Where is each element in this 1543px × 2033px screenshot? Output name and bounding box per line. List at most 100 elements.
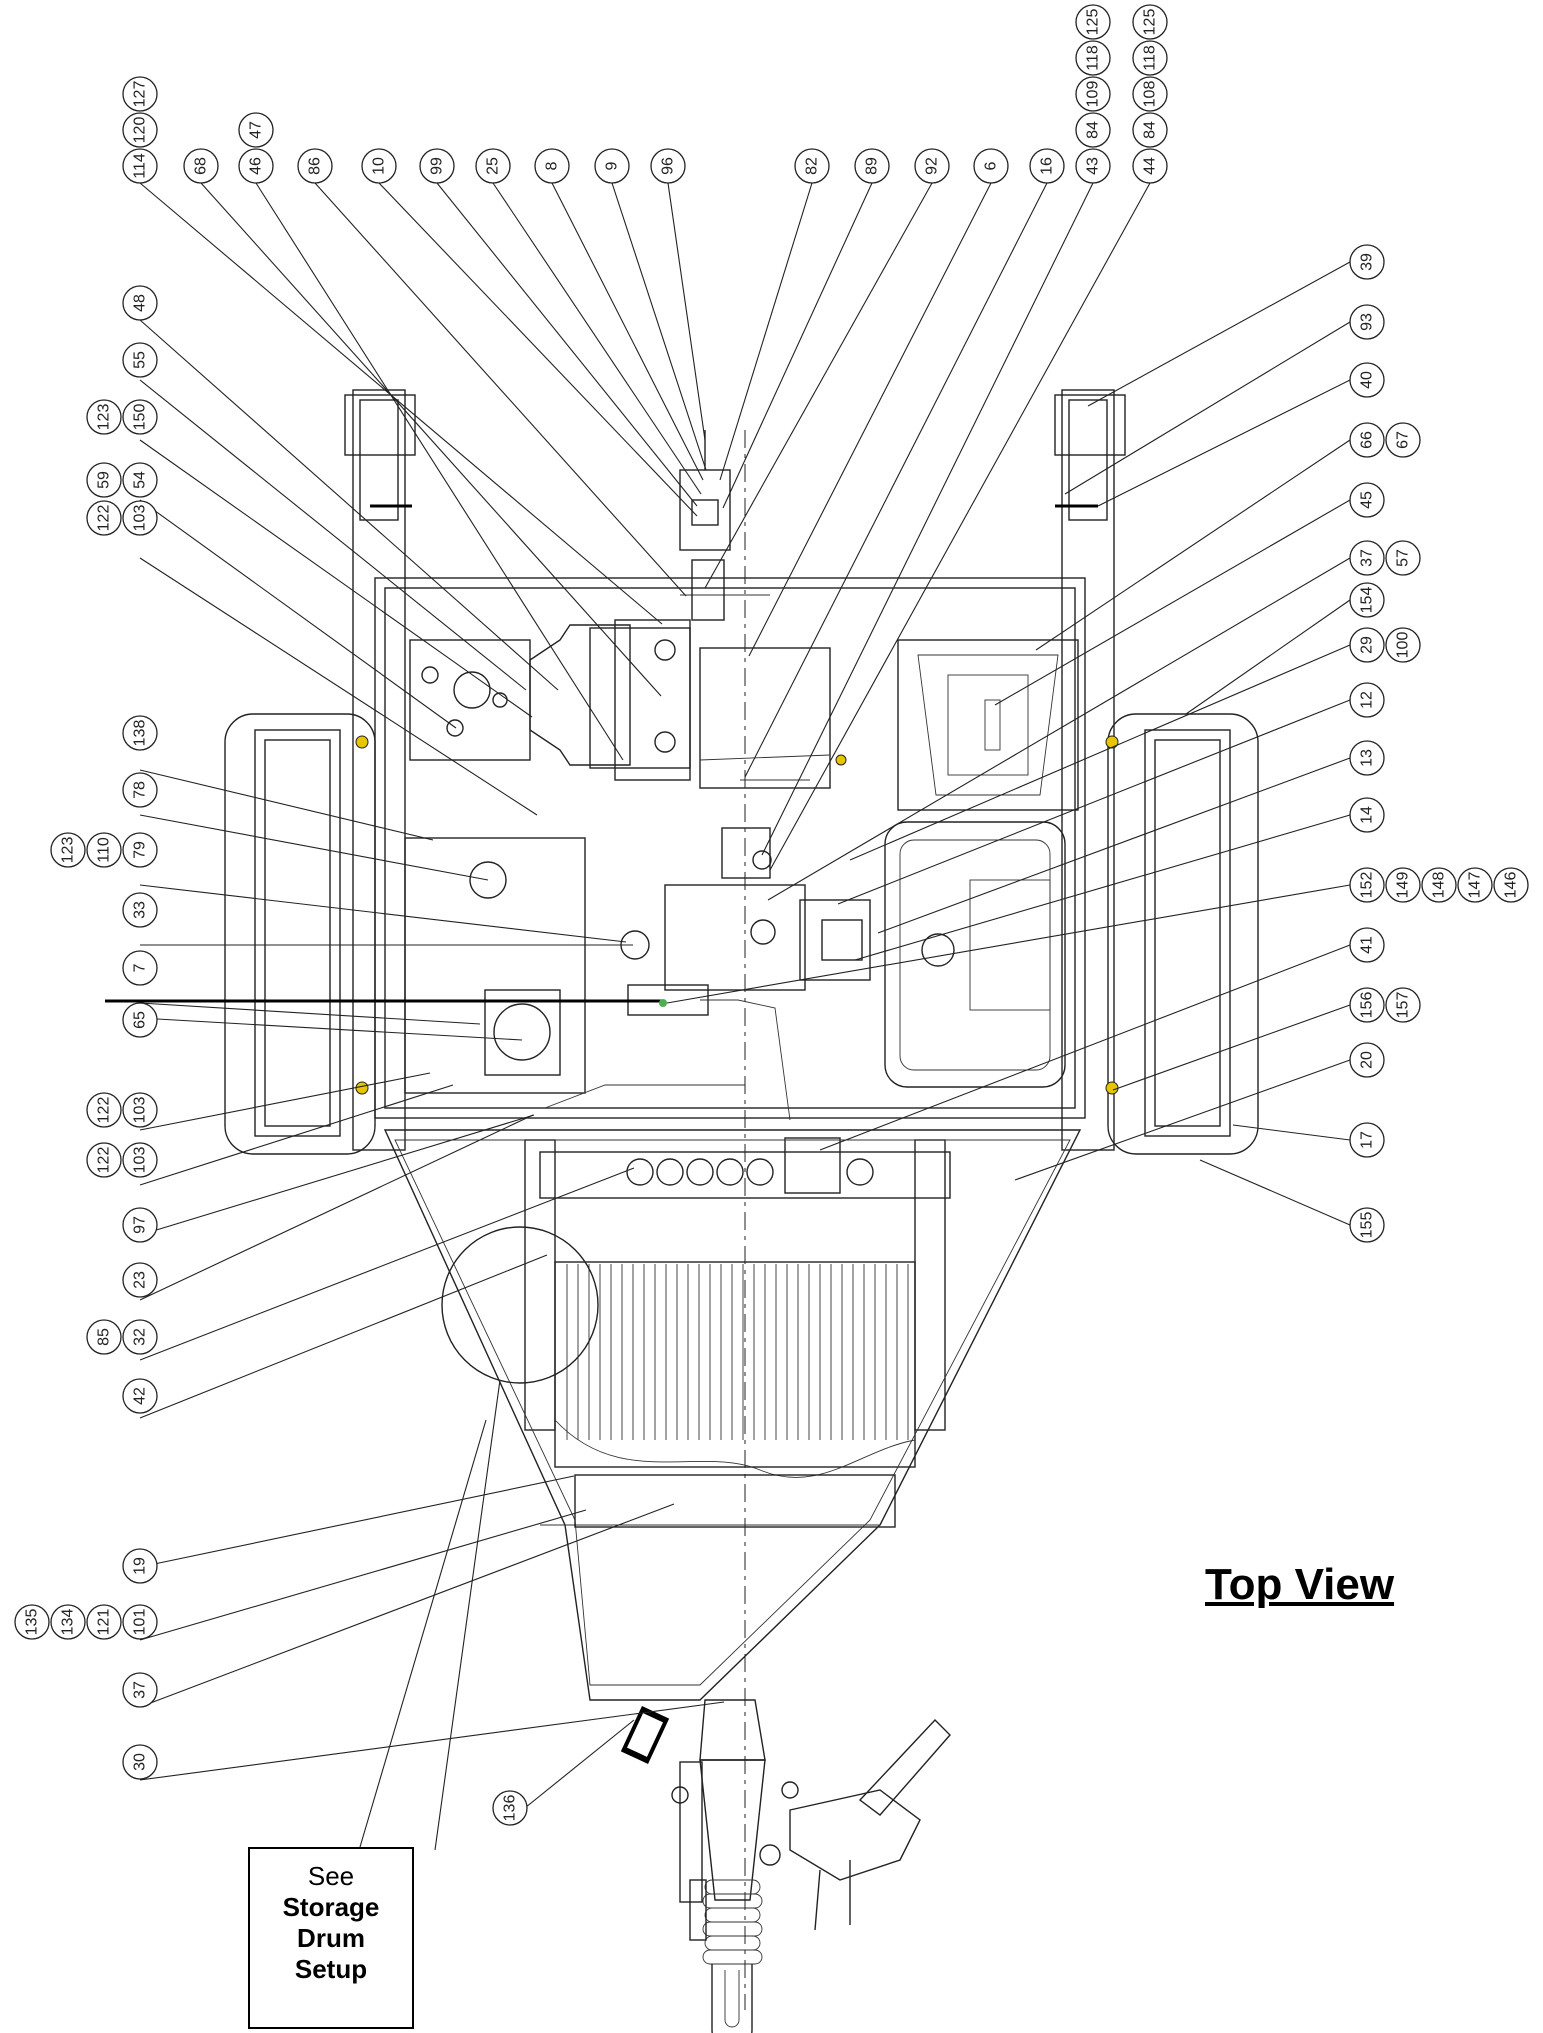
- balloon-30: 30: [122, 1744, 158, 1780]
- balloon-110: 110: [86, 832, 122, 868]
- balloon-label: 29: [1359, 636, 1376, 654]
- balloon-label: 96: [660, 157, 677, 175]
- balloon-47: 47: [238, 112, 274, 148]
- machine-outline: [105, 389, 1259, 2033]
- balloon-label: 66: [1359, 431, 1376, 449]
- view-title: Top View: [1205, 1560, 1395, 1609]
- balloon-25: 25: [475, 148, 511, 184]
- balloon-78: 78: [122, 772, 158, 808]
- balloon-label: 44: [1142, 157, 1159, 175]
- balloon-circle: [1385, 422, 1421, 458]
- balloon-circle: [1349, 1207, 1385, 1243]
- balloon-13: 13: [1349, 740, 1385, 776]
- balloon-circle: [1349, 304, 1385, 340]
- balloon-40: 40: [1349, 362, 1385, 398]
- balloon-label: 122: [96, 1097, 113, 1124]
- balloon-label: 16: [1039, 157, 1056, 175]
- balloon-circle: [86, 1142, 122, 1178]
- balloon-label: 6: [983, 161, 1000, 170]
- balloon-circle: [1029, 148, 1065, 184]
- balloon-125: 125: [1075, 4, 1111, 40]
- balloon-circle: [183, 148, 219, 184]
- balloon-label: 39: [1359, 253, 1376, 271]
- balloon-label: 110: [96, 837, 113, 863]
- balloon-134: 134: [50, 1604, 86, 1640]
- balloon-label: 118: [1142, 45, 1159, 71]
- balloon-label: 120: [132, 117, 149, 144]
- balloon-label: 42: [132, 1387, 149, 1405]
- balloon-label: 32: [132, 1328, 149, 1346]
- balloon-circle: [1349, 987, 1385, 1023]
- balloon-circle: [122, 892, 158, 928]
- balloon-circle: [1349, 627, 1385, 663]
- balloon-label: 92: [924, 157, 941, 175]
- balloon-circle: [122, 112, 158, 148]
- balloon-89: 89: [854, 148, 890, 184]
- balloon-circle: [122, 1207, 158, 1243]
- balloon-label: 13: [1359, 749, 1376, 767]
- balloon-circle: [297, 148, 333, 184]
- balloon-label: 85: [96, 1328, 113, 1346]
- balloon-label: 125: [1142, 9, 1159, 36]
- balloon-circle: [122, 285, 158, 321]
- balloon-label: 157: [1395, 992, 1412, 1019]
- balloon-152: 152: [1349, 867, 1385, 903]
- balloon-122: 122: [86, 1092, 122, 1128]
- balloon-circle: [1385, 540, 1421, 576]
- balloon-label: 121: [96, 1609, 113, 1636]
- balloon-circle: [1349, 867, 1385, 903]
- balloon-circle: [122, 500, 158, 536]
- leader-lines: [139, 182, 1351, 1851]
- balloon-103: 103: [122, 1092, 158, 1128]
- balloon-155: 155: [1349, 1207, 1385, 1243]
- balloon-100: 100: [1385, 627, 1421, 663]
- balloon-12: 12: [1349, 682, 1385, 718]
- balloon-circle: [50, 832, 86, 868]
- balloon-label: 146: [1503, 872, 1520, 899]
- balloon-92: 92: [914, 148, 950, 184]
- balloon-156: 156: [1349, 987, 1385, 1023]
- note-line-2: Storage: [282, 1892, 380, 1922]
- balloon-circle: [854, 148, 890, 184]
- balloon-circle: [1349, 1042, 1385, 1078]
- balloon-65: 65: [122, 1002, 158, 1038]
- balloon-circle: [1349, 682, 1385, 718]
- balloon-circle: [1075, 148, 1111, 184]
- balloon-label: 147: [1467, 872, 1484, 899]
- balloon-29: 29: [1349, 627, 1385, 663]
- balloon-37: 37: [1349, 540, 1385, 576]
- balloon-circle: [122, 148, 158, 184]
- balloon-label: 14: [1359, 806, 1376, 824]
- balloon-118: 118: [1075, 40, 1111, 76]
- balloon-circle: [122, 1744, 158, 1780]
- balloon-label: 40: [1359, 371, 1376, 389]
- balloon-150: 150: [122, 399, 158, 435]
- balloon-84: 84: [1075, 112, 1111, 148]
- balloon-circle: [1075, 112, 1111, 148]
- balloon-circle: [122, 1672, 158, 1708]
- balloon-20: 20: [1349, 1042, 1385, 1078]
- balloon-103: 103: [122, 500, 158, 536]
- balloon-circle: [1493, 867, 1529, 903]
- balloon-circle: [534, 148, 570, 184]
- balloon-7: 7: [122, 950, 158, 986]
- balloon-circle: [122, 1319, 158, 1355]
- balloon-label: 134: [60, 1609, 77, 1636]
- balloon-label: 47: [248, 121, 265, 139]
- balloon-39: 39: [1349, 244, 1385, 280]
- balloon-label: 152: [1359, 872, 1376, 899]
- balloon-label: 103: [132, 1097, 149, 1124]
- balloon-9: 9: [594, 148, 630, 184]
- balloon-circle: [492, 1790, 528, 1826]
- balloon-label: 84: [1142, 121, 1159, 139]
- balloon-circle: [122, 832, 158, 868]
- balloon-8: 8: [534, 148, 570, 184]
- balloon-label: 8: [544, 161, 561, 170]
- hitch-bellows: [702, 1879, 763, 1965]
- balloon-circle: [1132, 76, 1168, 112]
- balloon-label: 103: [132, 1147, 149, 1174]
- balloon-17: 17: [1349, 1122, 1385, 1158]
- balloon-127: 127: [122, 76, 158, 112]
